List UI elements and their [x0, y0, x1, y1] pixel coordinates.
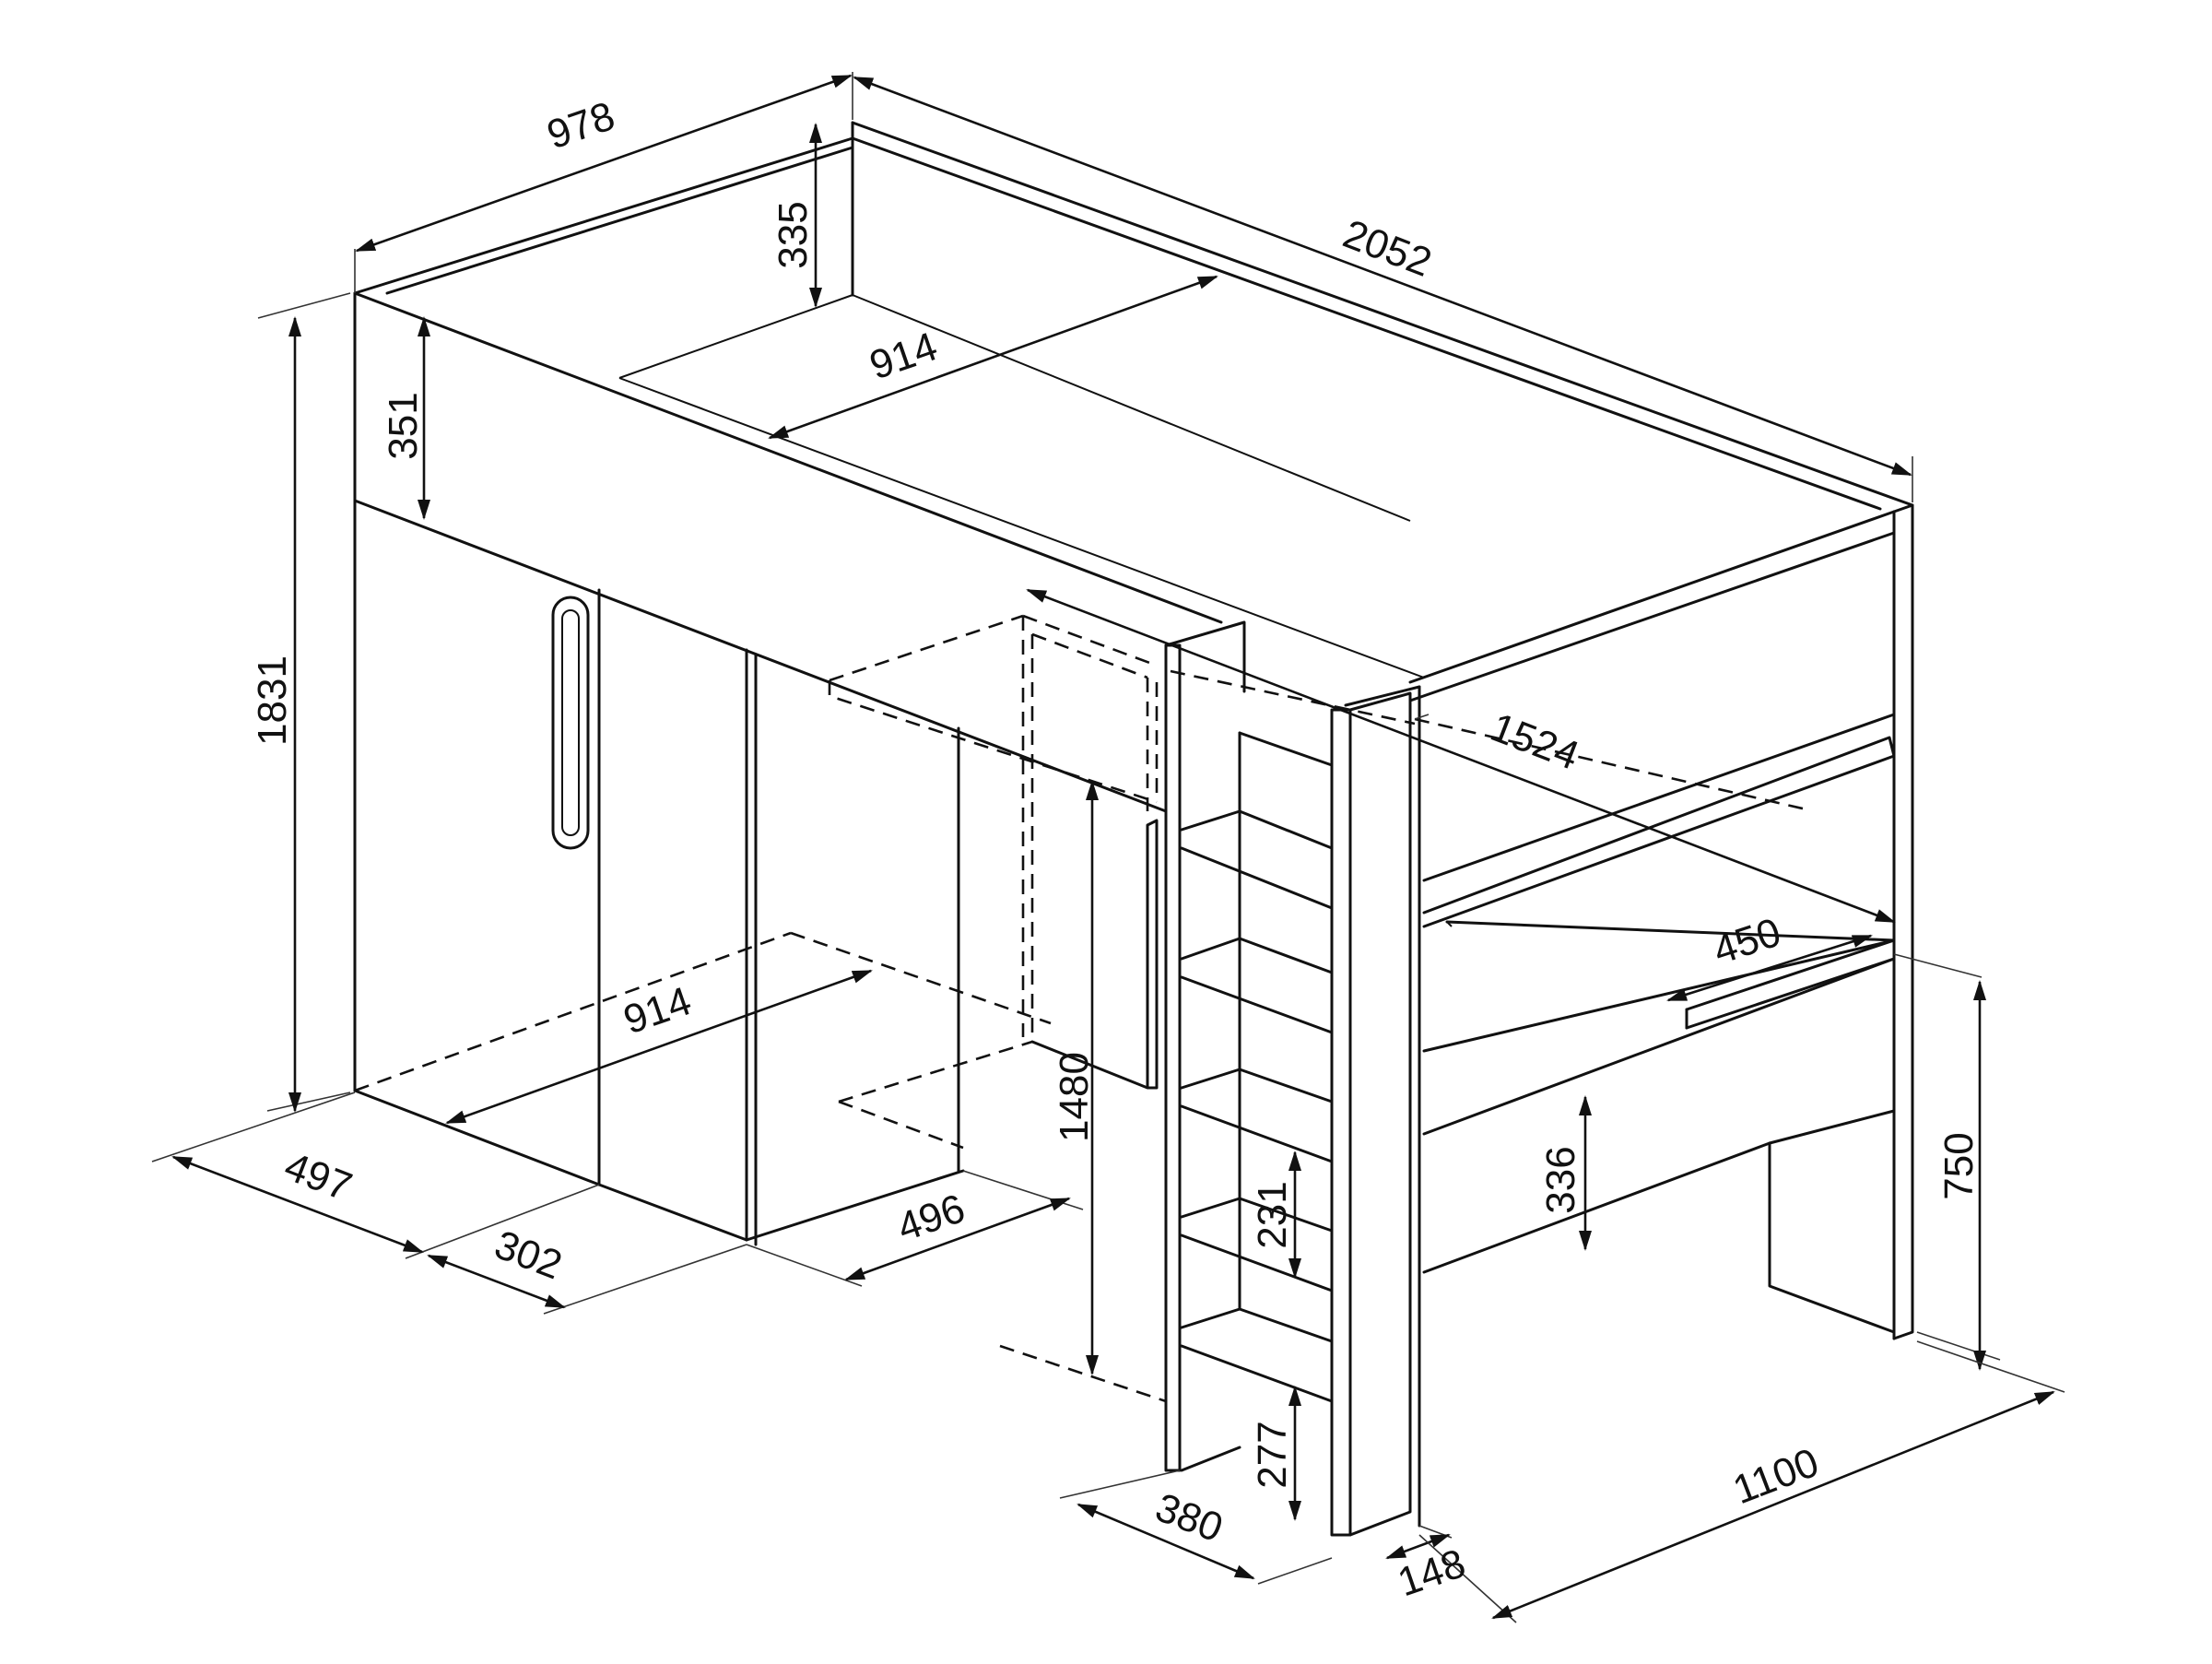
dim-total-height: 1831: [250, 655, 295, 746]
dim-ladder-depth: 380: [1149, 1484, 1229, 1551]
dim-top-rail-height: 335: [771, 201, 816, 268]
door-handle-icon: [551, 596, 590, 850]
hidden-lines: [354, 614, 1807, 1403]
dim-desk-length: 1524: [1485, 704, 1585, 779]
ladder: [1164, 620, 1412, 1537]
dim-under-wardrobe-width: 914: [618, 978, 697, 1043]
dim-step-spacing: 231: [1250, 1181, 1295, 1248]
wardrobe: [353, 588, 965, 1246]
dim-desk-depth: 450: [1708, 910, 1786, 974]
dimension-lines: [151, 72, 2065, 1623]
dim-desk-unit-width: 1100: [1727, 1440, 1825, 1514]
dim-first-step-height: 277: [1250, 1421, 1295, 1488]
dim-door-width: 302: [488, 1221, 568, 1288]
dim-opening-width: 496: [892, 1186, 971, 1250]
dim-head-panel-height: 351: [381, 392, 426, 459]
dim-wardrobe-depth: 497: [278, 1143, 358, 1210]
dim-ladder-width: 148: [1393, 1540, 1471, 1605]
dimension-labels: 978 2052 335 351 914 1831 1524 450 914 1…: [250, 93, 1982, 1605]
dim-total-length: 2052: [1337, 211, 1438, 286]
dim-desk-height: 750: [1936, 1132, 1982, 1199]
dim-total-width: 978: [542, 93, 620, 158]
dim-clearance-height: 1480: [1052, 1052, 1097, 1142]
dim-shelf-spacing: 336: [1538, 1146, 1583, 1213]
